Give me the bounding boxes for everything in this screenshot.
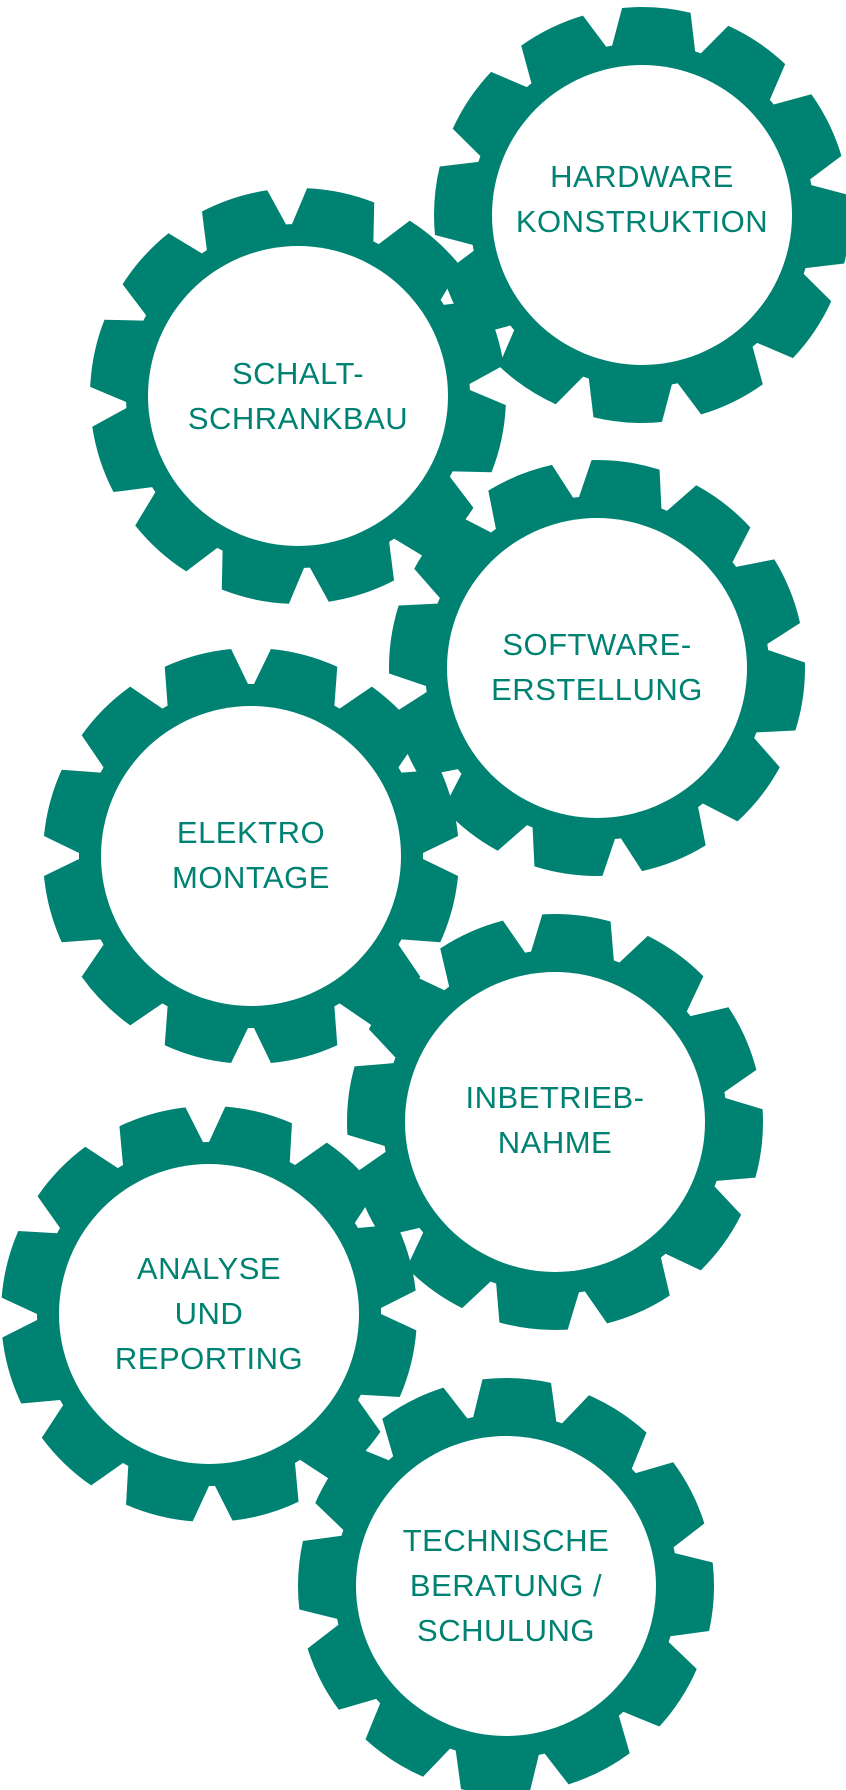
gear-label-line: SOFTWARE-: [502, 627, 692, 662]
gear-label-line: HARDWARE: [550, 159, 734, 194]
gear-center: [356, 1436, 656, 1736]
gear-label-line: UND: [174, 1296, 244, 1331]
gear-label-softwareerstellung: SOFTWARE- ERSTELLUNG: [467, 622, 727, 712]
gear-analyse-und-reporting: [1, 1106, 417, 1522]
gear-center: [405, 972, 705, 1272]
gear-label-line: ANALYSE: [136, 1251, 282, 1286]
gear-label-line: BERATUNG /: [409, 1568, 603, 1603]
gear-elektromontage: [43, 648, 459, 1064]
gear-label-inbetriebnahme: INBETRIEB- NAHME: [425, 1075, 685, 1165]
gear-label-hardware-konstruktion: HARDWARE KONSTRUKTION: [512, 154, 772, 244]
gear-label-line: ELEKTRO: [176, 815, 326, 850]
gear-center: [101, 706, 401, 1006]
gear-label-line: REPORTING: [114, 1341, 304, 1376]
gear-center: [148, 246, 448, 546]
gear-label-line: SCHRANKBAU: [187, 401, 409, 436]
gear-label-elektromontage: ELEKTRO MONTAGE: [121, 810, 381, 900]
gear-softwareerstellung: [388, 459, 806, 877]
gear-center: [447, 518, 747, 818]
gear-label-line: MONTAGE: [172, 860, 330, 895]
gear-technische-beratung-schulung: [298, 1378, 714, 1790]
gear-inbetriebnahme: [347, 914, 763, 1330]
gear-label-line: INBETRIEB-: [465, 1080, 645, 1115]
gear-label-line: SCHULUNG: [417, 1613, 595, 1648]
gear-center: [59, 1164, 359, 1464]
gear-label-line: NAHME: [497, 1125, 613, 1160]
gear-label-analyse-und-reporting: ANALYSE UND REPORTING: [79, 1246, 339, 1381]
gear-hardware-konstruktion: [434, 7, 846, 423]
gear-schaltschrankbau: [90, 188, 506, 604]
gear-center: [492, 65, 792, 365]
gear-label-line: ERSTELLUNG: [491, 672, 703, 707]
gear-label-line: KONSTRUKTION: [515, 204, 769, 239]
gear-label-technische-beratung-schulung: TECHNISCHE BERATUNG / SCHULUNG: [376, 1518, 636, 1653]
gear-label-schaltschrankbau: SCHALT- SCHRANKBAU: [168, 351, 428, 441]
gear-label-line: TECHNISCHE: [402, 1523, 610, 1558]
gear-label-line: SCHALT-: [231, 356, 365, 391]
